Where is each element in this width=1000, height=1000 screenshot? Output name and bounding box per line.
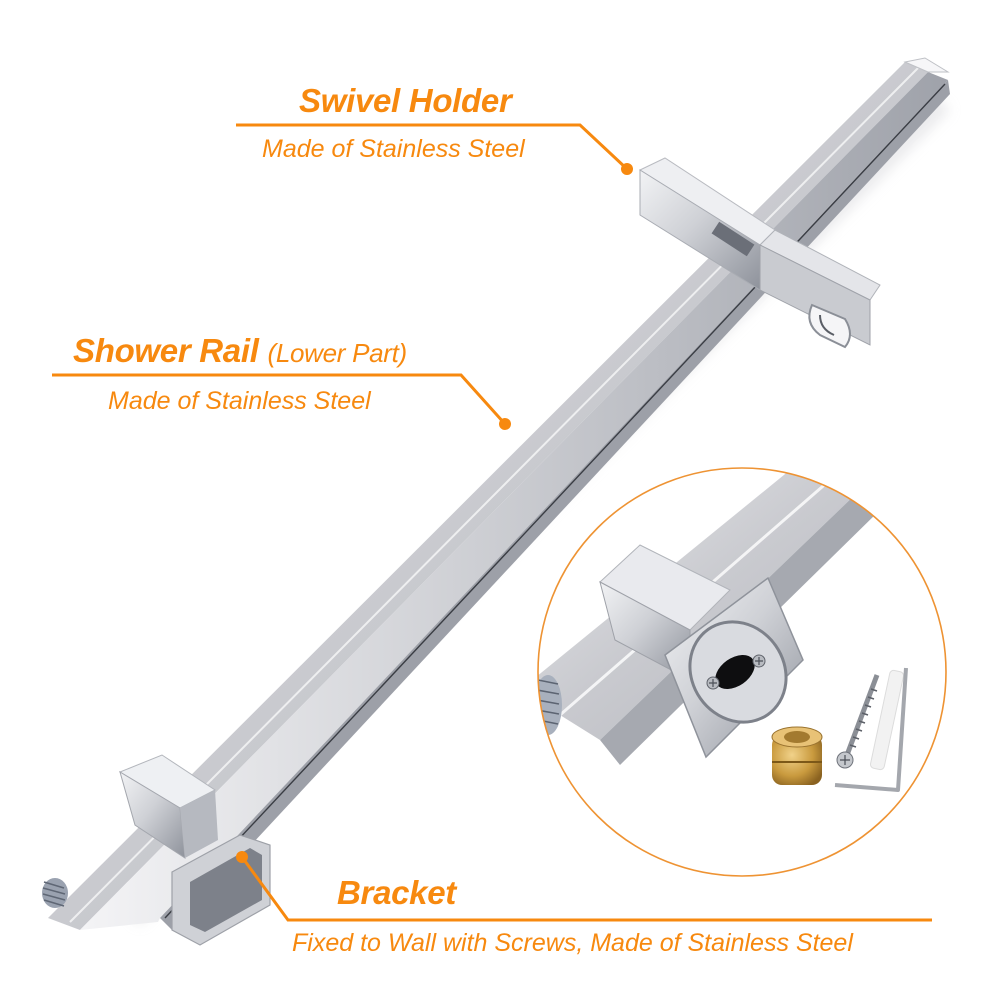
detail-inset (537, 467, 947, 877)
bracket-part (42, 754, 271, 946)
callout-subtitle-bracket: Fixed to Wall with Screws, Made of Stain… (292, 929, 853, 957)
thread-connector (42, 878, 68, 908)
leader-line-shower-rail (52, 373, 511, 430)
swivel-holder-part (638, 157, 881, 349)
wall-plug (870, 669, 904, 771)
wall-screw (836, 674, 880, 769)
callout-title-shower-rail-suffix: (Lower Part) (267, 338, 407, 368)
bracket-flange (664, 576, 804, 759)
leader-line-swivel-holder (236, 123, 633, 175)
shower-rail (48, 57, 950, 930)
brass-adapter (771, 726, 823, 785)
callout-title-shower-rail-main: Shower Rail (73, 332, 259, 369)
callout-subtitle-shower-rail: Made of Stainless Steel (108, 387, 371, 415)
callout-title-shower-rail: Shower Rail (Lower Part) (73, 334, 407, 367)
hex-key (834, 667, 908, 792)
callout-title-swivel-holder: Swivel Holder (299, 82, 512, 119)
leader-line-bracket (236, 851, 932, 922)
callout-subtitle-swivel-holder: Made of Stainless Steel (262, 135, 525, 163)
callout-title-bracket: Bracket (337, 874, 456, 911)
